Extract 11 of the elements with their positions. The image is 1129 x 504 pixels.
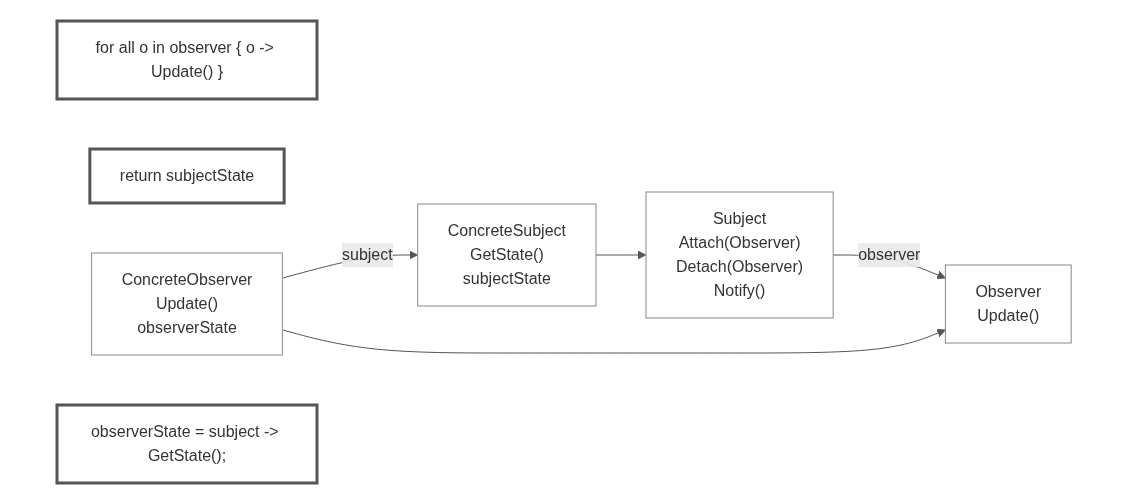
arrow xyxy=(282,328,947,354)
node-box: for all o in observer { o -> Update() } xyxy=(55,19,319,101)
edge-label: observer xyxy=(858,246,921,263)
edge-label: subject xyxy=(342,246,394,263)
arrow xyxy=(595,250,647,260)
node-box: observerState = subject -> GetState(); xyxy=(55,403,319,485)
node-box: ConcreteSubject GetState() subjectState xyxy=(417,203,597,307)
node-box: return subjectState xyxy=(88,147,287,205)
node-box: Observer Update() xyxy=(945,264,1073,344)
node-box: ConcreteObserver Update() observerState xyxy=(91,252,284,356)
node-box: Subject Attach(Observer) Detach(Observer) Notify() xyxy=(645,191,835,319)
